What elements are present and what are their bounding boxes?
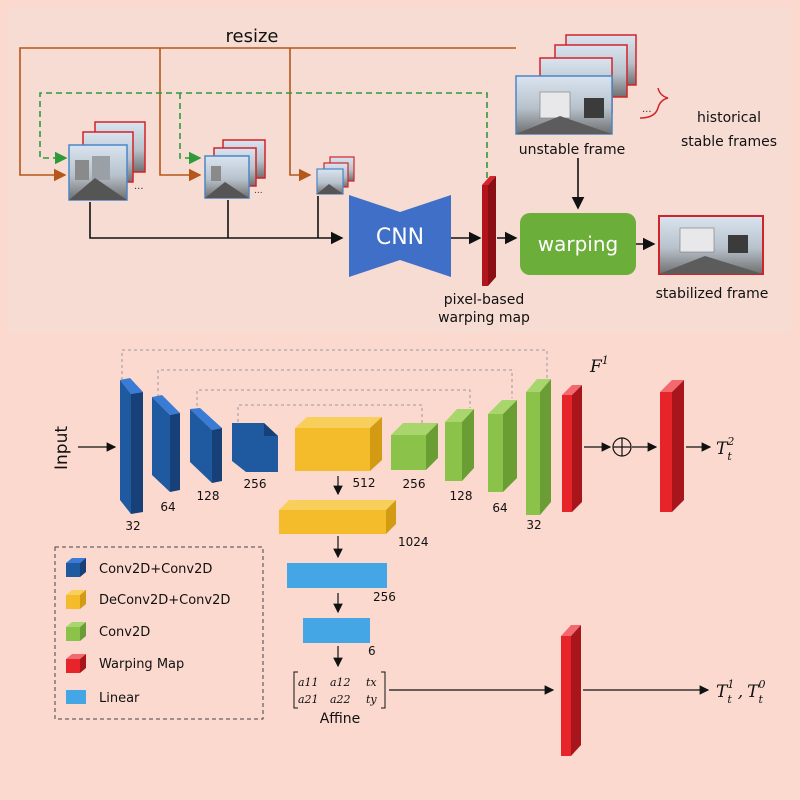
encoder-block-64 (152, 395, 180, 492)
historical-label-line1: historical (697, 110, 761, 126)
legend-label: Conv2D (99, 625, 150, 640)
decoder-dim-64: 64 (492, 501, 507, 515)
oplus-icon (612, 437, 632, 457)
decoder-dim-128: 128 (450, 489, 473, 503)
input-label: Input (52, 426, 72, 470)
legend-swatch (66, 563, 80, 577)
encoder-block-128 (190, 408, 222, 483)
legend-label: Conv2D+Conv2D (99, 562, 212, 577)
resize-label: resize (226, 26, 279, 47)
frame-stack-medium: ... (204, 139, 266, 199)
decoder-dim-32: 32 (526, 518, 541, 532)
decoder-block-32 (526, 379, 551, 515)
stabilized-frame-label: stabilized frame (656, 286, 769, 302)
decoder-block-256 (391, 423, 438, 470)
affine-a22: a22 (330, 693, 351, 706)
legend-swatch (66, 690, 86, 704)
unstable-frame-label: unstable frame (519, 142, 625, 158)
legend-item-deconv2d-conv2d: DeConv2D+Conv2D (66, 590, 230, 609)
legend-item-conv2d: Conv2D (66, 622, 150, 641)
bottleneck-block-1024 (279, 500, 396, 534)
center-dim-512: 512 (353, 476, 376, 490)
frame-stack-large: ... (68, 121, 146, 201)
affine-a21: a21 (298, 693, 319, 706)
unstable-frame-stack: ... (515, 34, 652, 135)
legend-label: Warping Map (99, 657, 184, 672)
encoder-dim-128: 128 (197, 489, 220, 503)
cnn-block: CNN (349, 195, 451, 277)
warping-map-T2 (660, 380, 684, 512)
affine-a11: a11 (298, 676, 319, 689)
stack2-ellipsis: ... (254, 186, 263, 196)
legend-swatch (66, 659, 80, 673)
stabilized-frame-image (658, 215, 764, 275)
legend-swatch (66, 627, 80, 641)
affine-matrix: a11 a12 tx a21 a22 ty (293, 671, 386, 709)
unet-network-diagram: Input (52, 349, 766, 756)
encoder-dim-256: 256 (244, 477, 267, 491)
warping-map-F1 (562, 385, 582, 512)
center-block-512 (295, 417, 382, 471)
legend-item-linear: Linear (66, 690, 140, 706)
legend: Conv2D+Conv2D DeConv2D+Conv2D Conv2D War… (54, 546, 264, 720)
warping-map-T1 (561, 625, 581, 756)
top-pipeline-panel: resize ... ... (8, 8, 791, 333)
encoder-dim-64: 64 (160, 500, 175, 514)
affine-ty: ty (366, 693, 377, 706)
warping-label: warping (538, 232, 618, 256)
decoder-dim-256: 256 (403, 477, 426, 491)
encoder-block-256 (232, 423, 278, 472)
encoder-dim-32: 32 (125, 519, 140, 533)
cnn-input-lines (89, 196, 344, 245)
legend-border (54, 546, 264, 720)
linear-block-6 (303, 618, 370, 643)
stack1-ellipsis: ... (134, 181, 144, 192)
F1-label: F1 (589, 354, 609, 377)
encoder-block-32 (120, 378, 143, 514)
skip-connections (121, 349, 548, 424)
affine-a12: a12 (330, 676, 351, 689)
frame-stack-small (316, 156, 355, 195)
historical-label-line2: stable frames (681, 134, 777, 150)
historical-ellipsis: ... (642, 104, 652, 115)
legend-swatch (66, 595, 80, 609)
resize-lines (19, 47, 516, 182)
legend-label: Linear (99, 691, 140, 706)
feedback-dashed-lines (39, 92, 488, 178)
cnn-label: CNN (376, 225, 424, 250)
pixel-map-label-line1: pixel-based (444, 292, 524, 308)
decoder-block-128 (445, 409, 474, 481)
historical-brace-icon (639, 87, 669, 119)
legend-item-conv2d-conv2d: Conv2D+Conv2D (66, 558, 212, 577)
legend-item-warping-map: Warping Map (66, 654, 184, 673)
linear-dim-256: 256 (373, 590, 396, 604)
warping-block: warping (520, 213, 636, 275)
affine-label: Affine (320, 711, 361, 727)
linear-block-256 (287, 563, 387, 588)
legend-label: DeConv2D+Conv2D (99, 593, 230, 608)
pixel-map-label-line2: warping map (438, 310, 530, 326)
linear-dim-6: 6 (368, 644, 376, 658)
decoder-block-64 (488, 400, 517, 492)
affine-tx: tx (366, 676, 377, 689)
bottleneck-dim-1024: 1024 (398, 535, 429, 549)
pixel-warping-map (482, 176, 496, 286)
